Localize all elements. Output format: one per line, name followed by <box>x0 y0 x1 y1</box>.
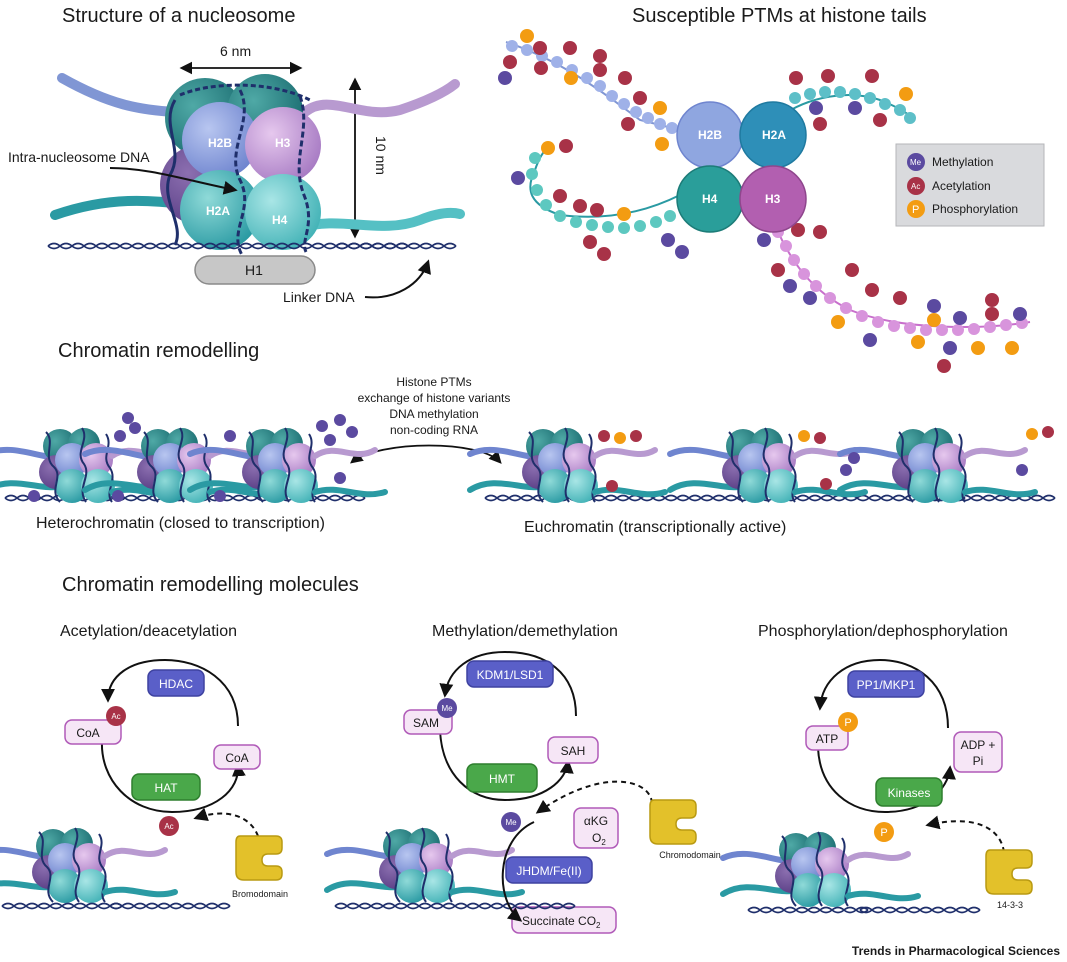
nucleosome-diagram: H2B H3 H2A H4 H1 <box>47 61 465 299</box>
legend-phosphorylation: Phosphorylation <box>932 202 1018 216</box>
hdac-button: HDAC <box>159 677 193 691</box>
heterochromatin-diagram <box>0 412 385 503</box>
p-icon: P <box>844 717 851 729</box>
ptm-marks <box>498 29 1027 373</box>
pp1-button: PP1/MKP1 <box>857 678 916 692</box>
jhdm-button: JHDM/Fe(II) <box>516 864 581 878</box>
acetyl-title: Acetylation/deacetylation <box>60 623 237 640</box>
legend-ac-icon: Ac <box>911 182 920 191</box>
label-h2b: H2B <box>208 136 232 150</box>
nucleosome-title: Structure of a nucleosome <box>62 5 295 27</box>
core-h3: H3 <box>765 192 781 206</box>
journal-footer: Trends in Pharmacological Sciences <box>852 944 1060 958</box>
succinate-label: Succinate CO2 <box>522 914 601 930</box>
coa-left: CoA <box>76 726 99 740</box>
height-label: 10 nm <box>373 136 389 175</box>
euchromatin-label: Euchromatin (transcriptionally active) <box>524 519 786 536</box>
bromodomain-label: Bromodomain <box>232 889 288 899</box>
legend-methylation: Methylation <box>932 155 993 169</box>
intra-dna-label: Intra-nucleosome DNA <box>8 149 150 165</box>
ptm-legend <box>895 143 1045 227</box>
remodelling-title: Chromatin remodelling <box>58 340 259 362</box>
methyl-title: Methylation/demethylation <box>432 623 618 640</box>
phospho-cycle <box>723 658 1033 914</box>
euchromatin-diagram <box>470 426 1056 503</box>
o2-label: O2 <box>592 831 606 847</box>
phospho-title: Phosphorylation/dephosphorylation <box>758 623 1008 640</box>
p-tail-icon: P <box>880 827 887 839</box>
me-tail-icon: Me <box>505 818 517 827</box>
legend-acetylation: Acetylation <box>932 179 991 193</box>
me-icon: Me <box>441 704 453 713</box>
sah-label: SAH <box>561 744 586 758</box>
methyl-cycle <box>327 650 697 934</box>
legend-p-icon: P <box>912 204 919 216</box>
molecules-title: Chromatin remodelling molecules <box>62 574 359 596</box>
ac-tail-icon: Ac <box>164 822 173 831</box>
pi-label: Pi <box>973 754 984 768</box>
atp-label: ATP <box>816 732 838 746</box>
acetyl-cycle <box>0 658 283 910</box>
driver-list: Histone PTMs exchange of histone variant… <box>358 375 511 437</box>
width-label: 6 nm <box>220 43 251 59</box>
svg-text:Histone PTMs: Histone PTMs <box>396 375 471 389</box>
svg-text:exchange of histone variants: exchange of histone variants <box>358 391 511 405</box>
heterochromatin-label: Heterochromatin (closed to transcription… <box>36 515 325 532</box>
hat-button: HAT <box>154 781 178 795</box>
reader-14-3-3-label: 14-3-3 <box>997 900 1023 910</box>
ptm-diagram <box>498 29 1031 373</box>
legend-me-icon: Me <box>910 158 922 167</box>
kdm-button: KDM1/LSD1 <box>477 668 544 682</box>
coa-right: CoA <box>225 751 248 765</box>
adp-label: ADP + <box>961 738 996 752</box>
akg-label: αKG <box>584 814 608 828</box>
hmt-button: HMT <box>489 772 516 786</box>
sam-label: SAM <box>413 716 439 730</box>
linker-dna-label: Linker DNA <box>283 289 355 305</box>
svg-text:non-coding RNA: non-coding RNA <box>390 423 478 437</box>
label-h2a: H2A <box>206 204 230 218</box>
core-h4: H4 <box>702 192 718 206</box>
label-h1: H1 <box>245 262 263 278</box>
chromodomain-label: Chromodomain <box>659 850 721 860</box>
core-h2b: H2B <box>698 128 722 142</box>
ac-icon: Ac <box>111 712 120 721</box>
label-h3: H3 <box>275 136 291 150</box>
svg-text:DNA methylation: DNA methylation <box>389 407 478 421</box>
kinases-button: Kinases <box>888 786 931 800</box>
label-h4: H4 <box>272 213 288 227</box>
core-h2a: H2A <box>762 128 786 142</box>
ptm-title: Susceptible PTMs at histone tails <box>632 5 927 27</box>
